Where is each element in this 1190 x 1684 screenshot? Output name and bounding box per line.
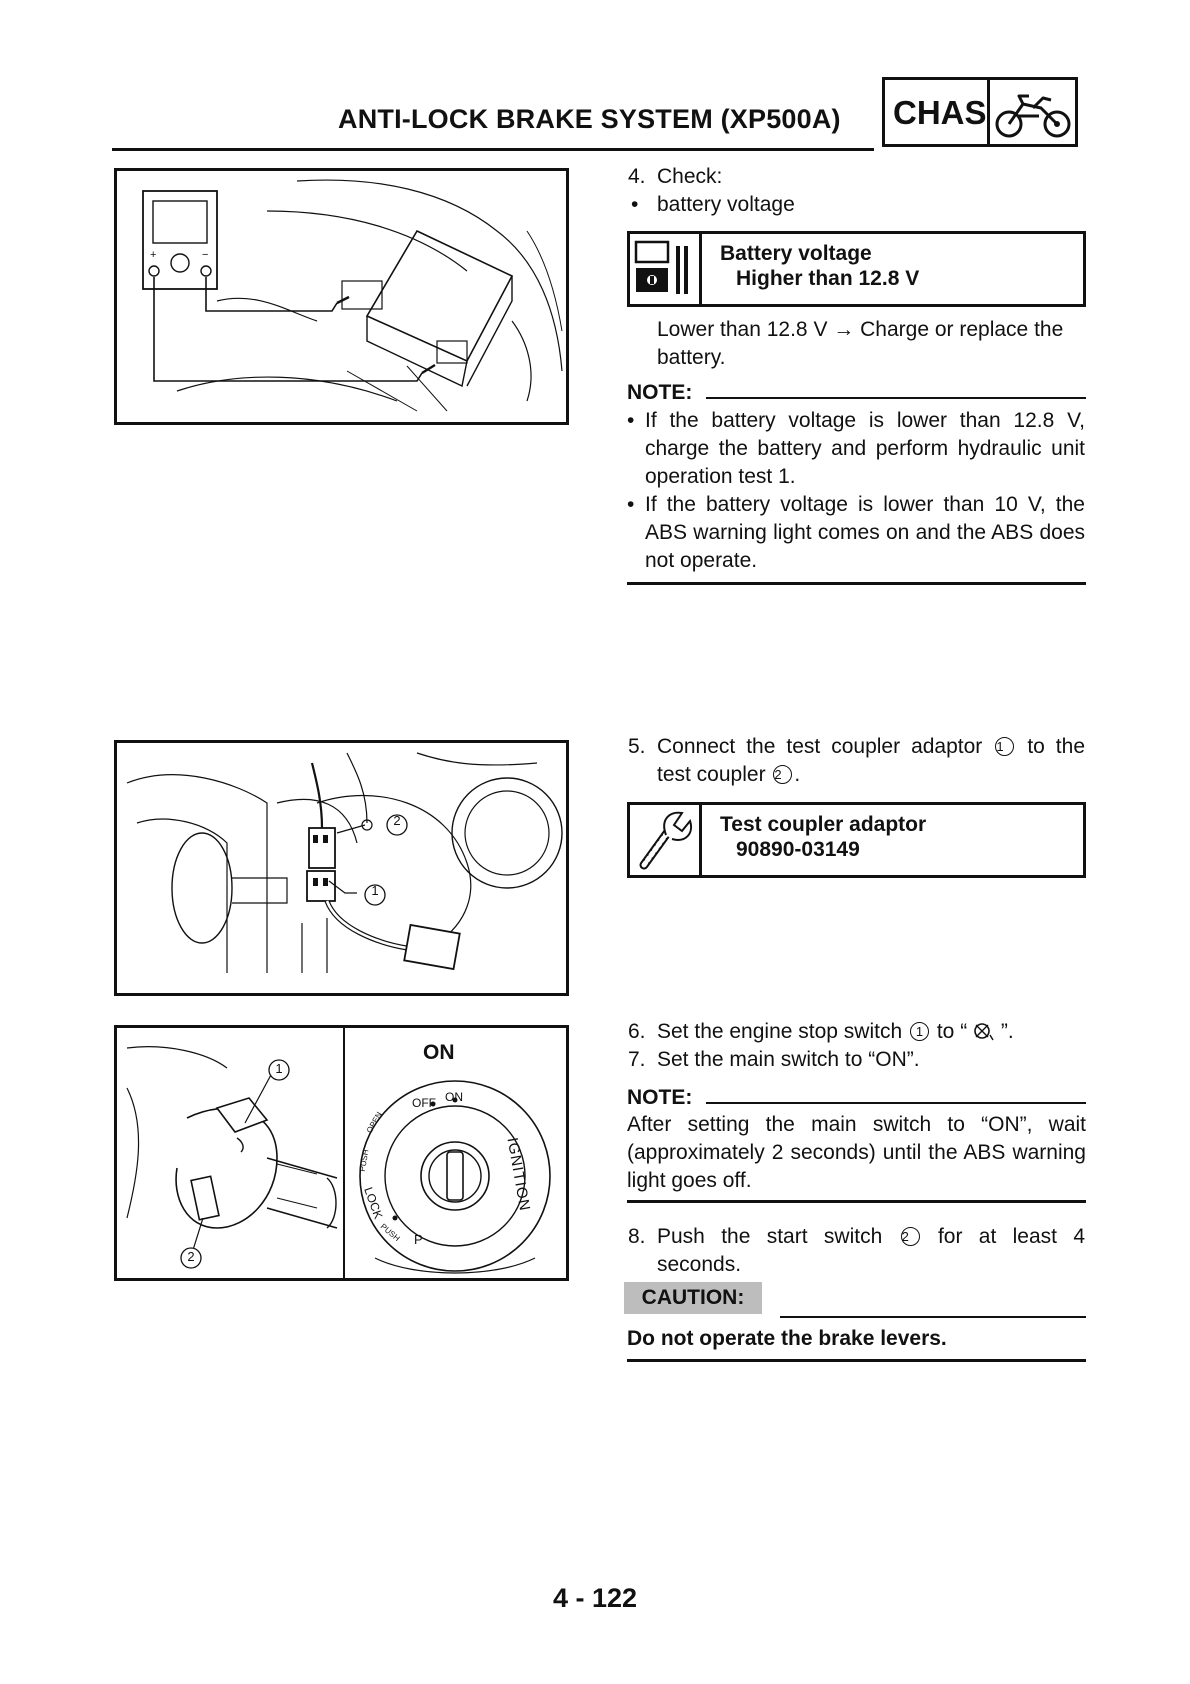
ring-p-label: P	[414, 1232, 423, 1247]
caution-bottom-rule	[627, 1359, 1086, 1362]
step-6-text-a: Set the engine stop switch	[657, 1020, 903, 1043]
caution-rule	[780, 1316, 1086, 1318]
test-coupler-spec-title: Test coupler adaptor	[720, 813, 927, 836]
step-5-text-c: .	[794, 763, 801, 786]
switch-figure: 1 2 ON OFF ON OPEN PUSH LOCK PUSH P IGNI…	[114, 1025, 569, 1281]
battery-voltage-spec-box: Battery voltage Higher than 12.8 V	[627, 231, 1086, 307]
step-8-number: 8.	[628, 1225, 646, 1248]
step-5-text-b: to the test coupler	[657, 735, 1086, 786]
spec-icon-cell	[630, 234, 702, 304]
callout-2: 2	[393, 813, 401, 828]
multimeter-icon	[634, 240, 688, 294]
step-8-text-a: Push the start switch	[657, 1225, 883, 1248]
battery-voltage-spec-title: Battery voltage	[720, 242, 872, 265]
ref-circle-1: 1	[910, 1022, 929, 1041]
test-coupler-figure: 2 1	[114, 740, 569, 996]
note-2-label: NOTE:	[627, 1086, 693, 1109]
note-2-rule	[706, 1102, 1086, 1104]
callout-engine-stop: 1	[275, 1061, 283, 1076]
ref-circle-2: 2	[773, 765, 793, 784]
callout-start-switch: 2	[187, 1249, 195, 1264]
note-2-text: After setting the main switch to “ON”, w…	[627, 1113, 1086, 1192]
negative-terminal-label: −	[202, 249, 209, 261]
note-1-label: NOTE:	[627, 381, 693, 404]
section-label: CHAS	[893, 94, 987, 131]
ring-off-label: OFF	[412, 1096, 436, 1110]
positive-terminal-label: +	[150, 249, 157, 261]
note-2-bottom-rule	[627, 1200, 1086, 1203]
step-7-number: 7.	[628, 1048, 646, 1071]
step-7-text: Set the main switch to “ON”.	[657, 1048, 920, 1071]
note-1-bullet-dot-1: •	[627, 409, 635, 432]
step-5-text: Connect the test coupler adaptor 1 to th…	[657, 733, 1085, 789]
ref-circle-2: 2	[900, 1227, 920, 1246]
figure-divider	[343, 1028, 345, 1278]
caution-label: CAUTION:	[624, 1282, 762, 1314]
page-title: ANTI-LOCK BRAKE SYSTEM (XP500A)	[338, 104, 841, 134]
result-action: Charge or replace the battery.	[657, 318, 1064, 369]
step-6-text-c: ”.	[1000, 1020, 1014, 1043]
step-5-text-a: Connect the test coupler adaptor	[657, 735, 983, 758]
note-1-bullet-dot-2: •	[627, 493, 635, 516]
note-1-rule	[706, 397, 1086, 399]
battery-voltage-spec-value: Higher than 12.8 V	[736, 267, 920, 290]
step-6-text-b: to “	[936, 1020, 968, 1043]
note-1-item-2: If the battery voltage is lower than 10 …	[645, 493, 1085, 572]
step-6-number: 6.	[628, 1020, 646, 1043]
battery-illustration	[142, 179, 563, 412]
page-number: 4 - 122	[552, 1583, 638, 1613]
step-4-label: Check:	[657, 165, 723, 188]
step-6-text: Set the engine stop switch 1 to “ ”.	[657, 1018, 1014, 1046]
step-4-bullet-dot: •	[631, 193, 639, 216]
caution-text: Do not operate the brake levers.	[627, 1327, 947, 1350]
test-coupler-spec-box: Test coupler adaptor 90890-03149	[627, 802, 1086, 878]
step-4-number: 4.	[628, 165, 646, 188]
note-1-item-1: If the battery voltage is lower than 12.…	[645, 409, 1085, 488]
main-switch-on-label: ON	[423, 1041, 455, 1064]
engine-stop-run-icon	[974, 1023, 994, 1041]
section-badge: CHAS	[882, 77, 1078, 147]
test-coupler-illustration	[126, 752, 563, 973]
spec-icon-cell	[630, 805, 702, 875]
step-8-text-b: for at least 4 seconds.	[657, 1225, 1085, 1276]
step-8-text: Push the start switch 2 for at least 4 s…	[657, 1223, 1085, 1279]
ref-circle-1: 1	[995, 737, 1015, 756]
result-arrow: →	[833, 318, 855, 341]
step-4-bullet: battery voltage	[657, 193, 795, 216]
callout-1: 1	[371, 883, 379, 898]
step-4-result: Lower than 12.8 V → Charge or replace th…	[657, 316, 1085, 372]
note-1-bottom-rule	[627, 582, 1086, 585]
result-condition: Lower than 12.8 V	[657, 318, 828, 341]
handlebar-switch-illustration	[126, 1046, 338, 1269]
step-5-number: 5.	[628, 735, 646, 758]
ring-on-label: ON	[445, 1090, 463, 1104]
main-switch-illustration	[359, 1080, 551, 1274]
motorcycle-icon	[995, 94, 1071, 138]
title-rule	[112, 148, 874, 151]
battery-voltage-figure: + −	[114, 168, 569, 425]
section-badge-divider	[987, 80, 990, 144]
test-coupler-spec-value: 90890-03149	[736, 838, 860, 861]
special-tool-icon	[639, 811, 692, 870]
